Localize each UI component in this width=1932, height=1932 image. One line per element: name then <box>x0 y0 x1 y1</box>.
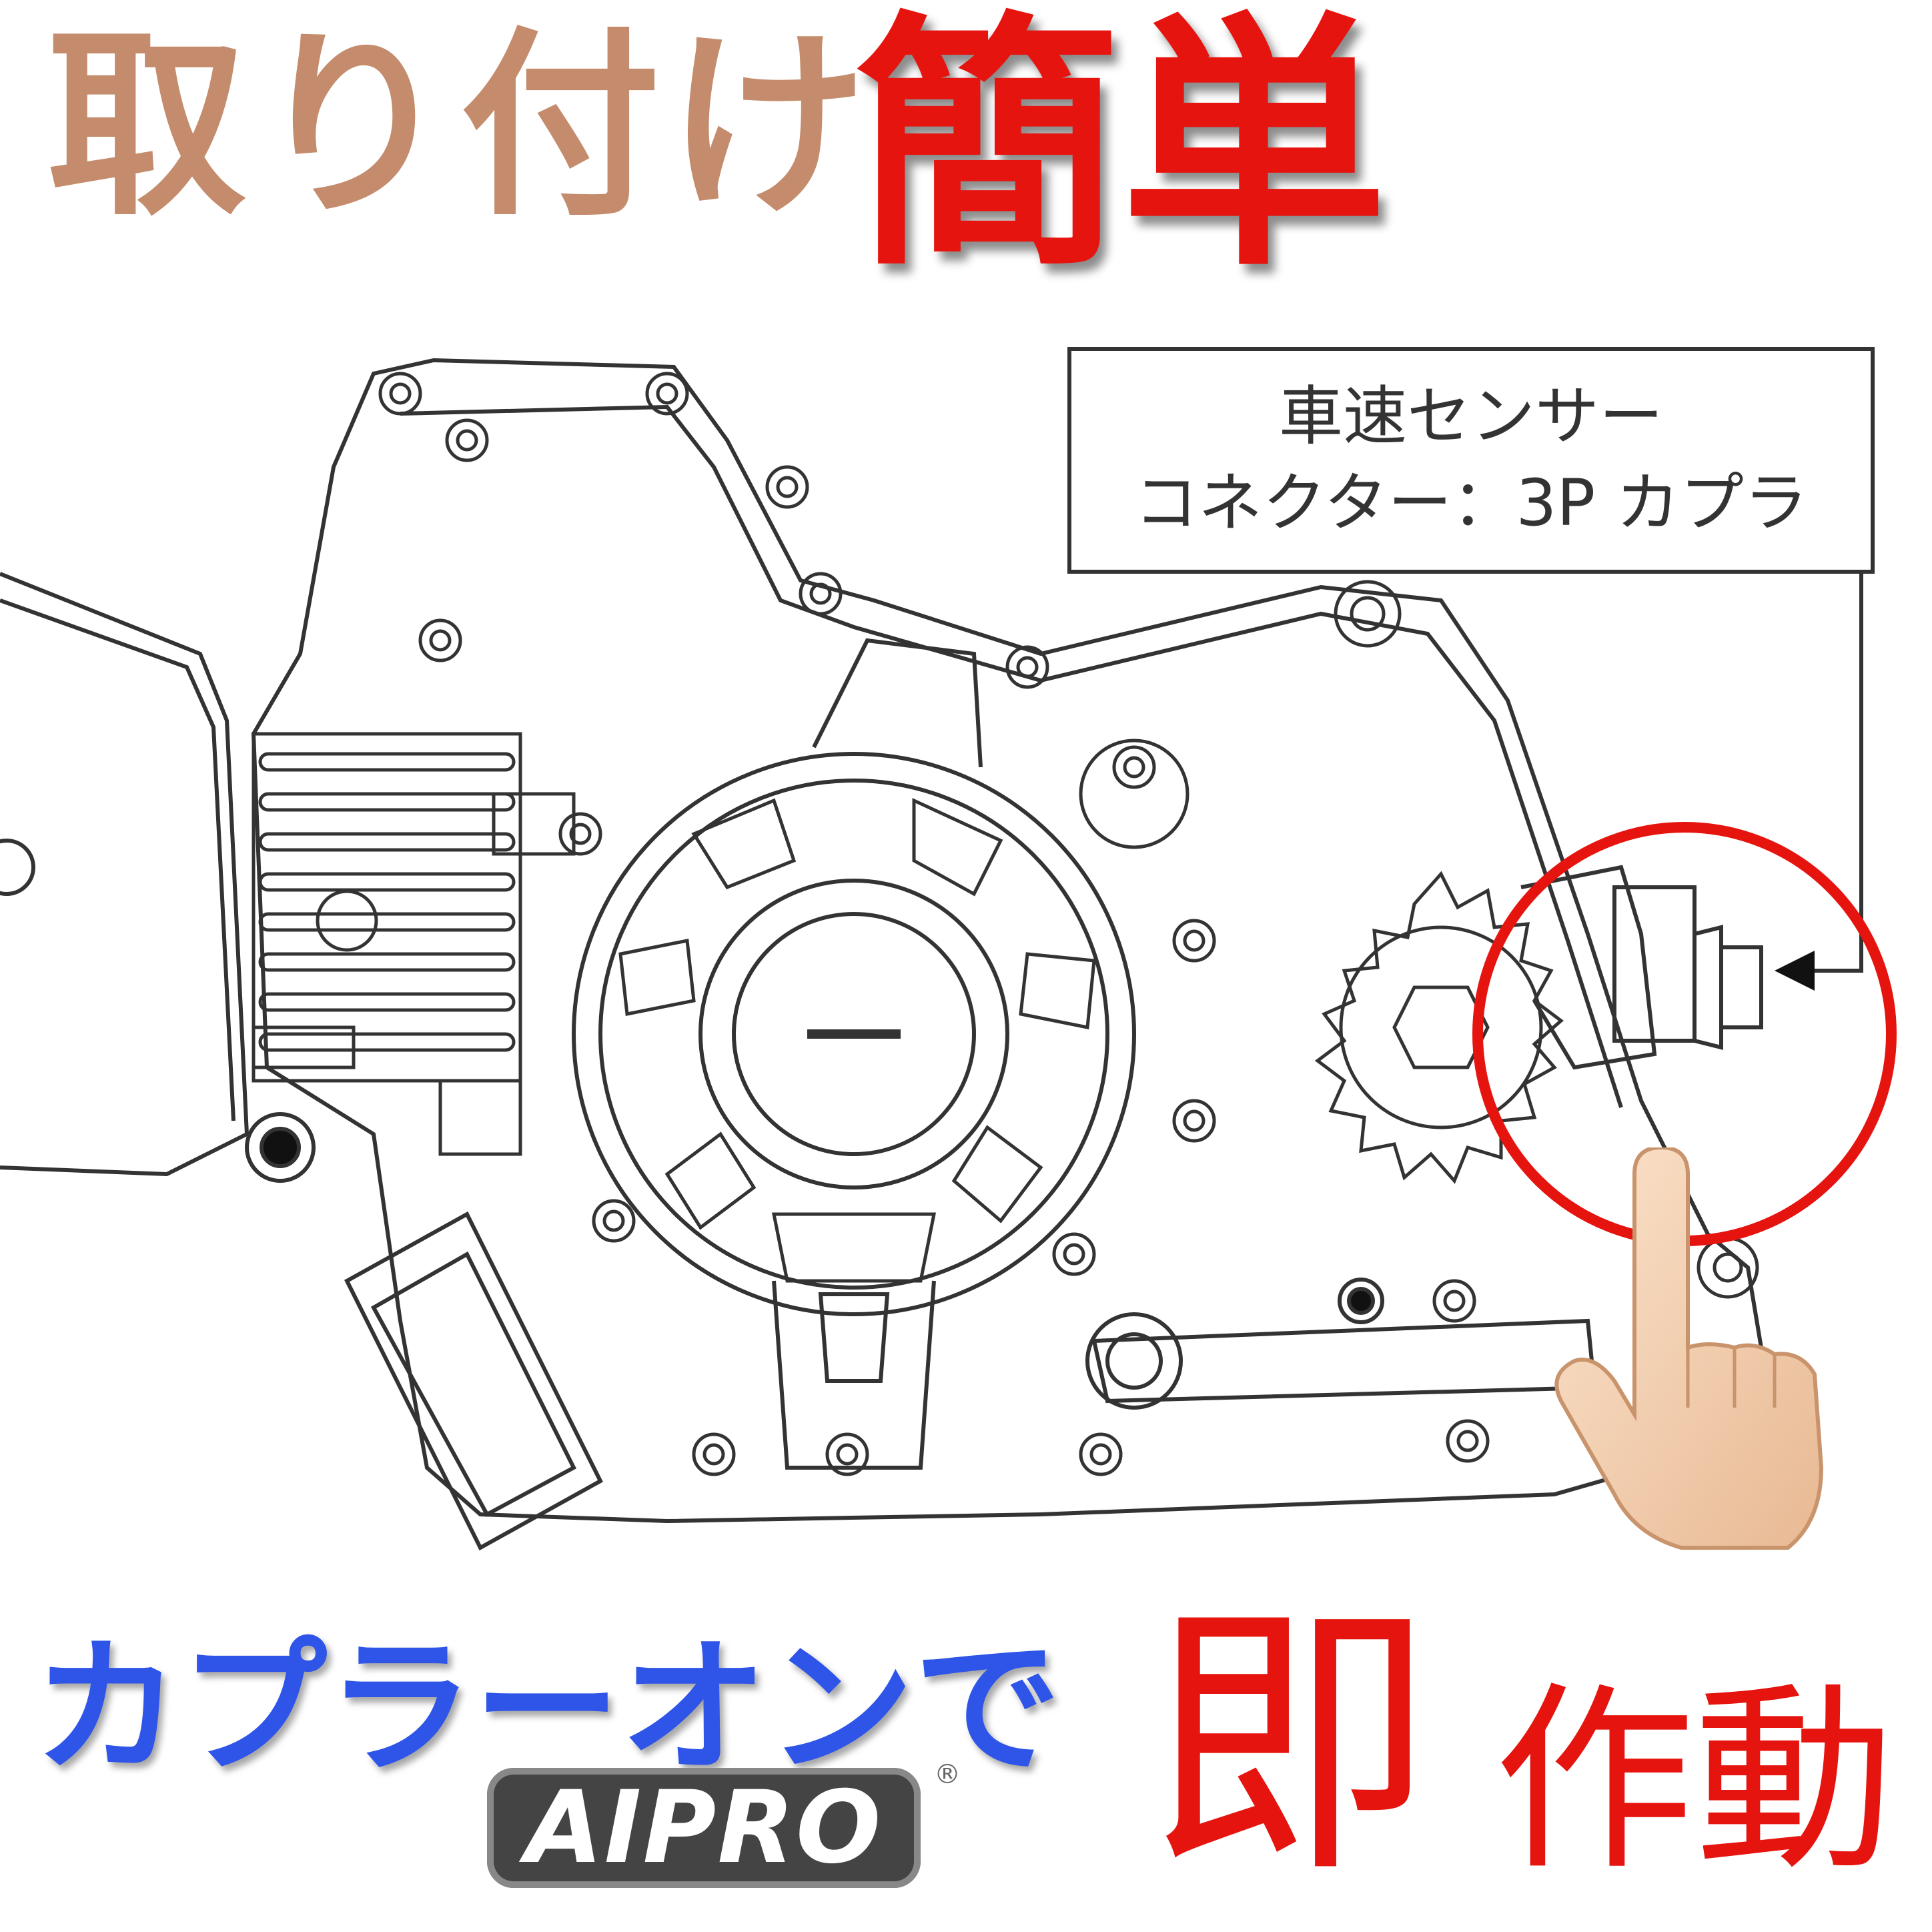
callout-box: 車速センサー コネクター：3P カプラ <box>1067 347 1875 574</box>
headline-easy: 簡単 <box>854 0 1388 302</box>
aipro-logo: AIPRO <box>487 1768 921 1888</box>
headline-installation: 取り付け <box>47 10 874 243</box>
pointing-finger-icon <box>1554 1147 1824 1550</box>
logo-text: AIPRO <box>525 1770 883 1886</box>
footer-coupler-on: カプラーオンで <box>33 1622 1061 1793</box>
footer-instant: 即 <box>1147 1578 1434 1911</box>
callout-line-1: 車速センサー <box>1279 379 1663 454</box>
registered-mark: ® <box>934 1759 961 1790</box>
callout-line-2: コネクター：3P カプラ <box>1134 466 1808 540</box>
footer-operation: 作動 <box>1494 1664 1895 1897</box>
